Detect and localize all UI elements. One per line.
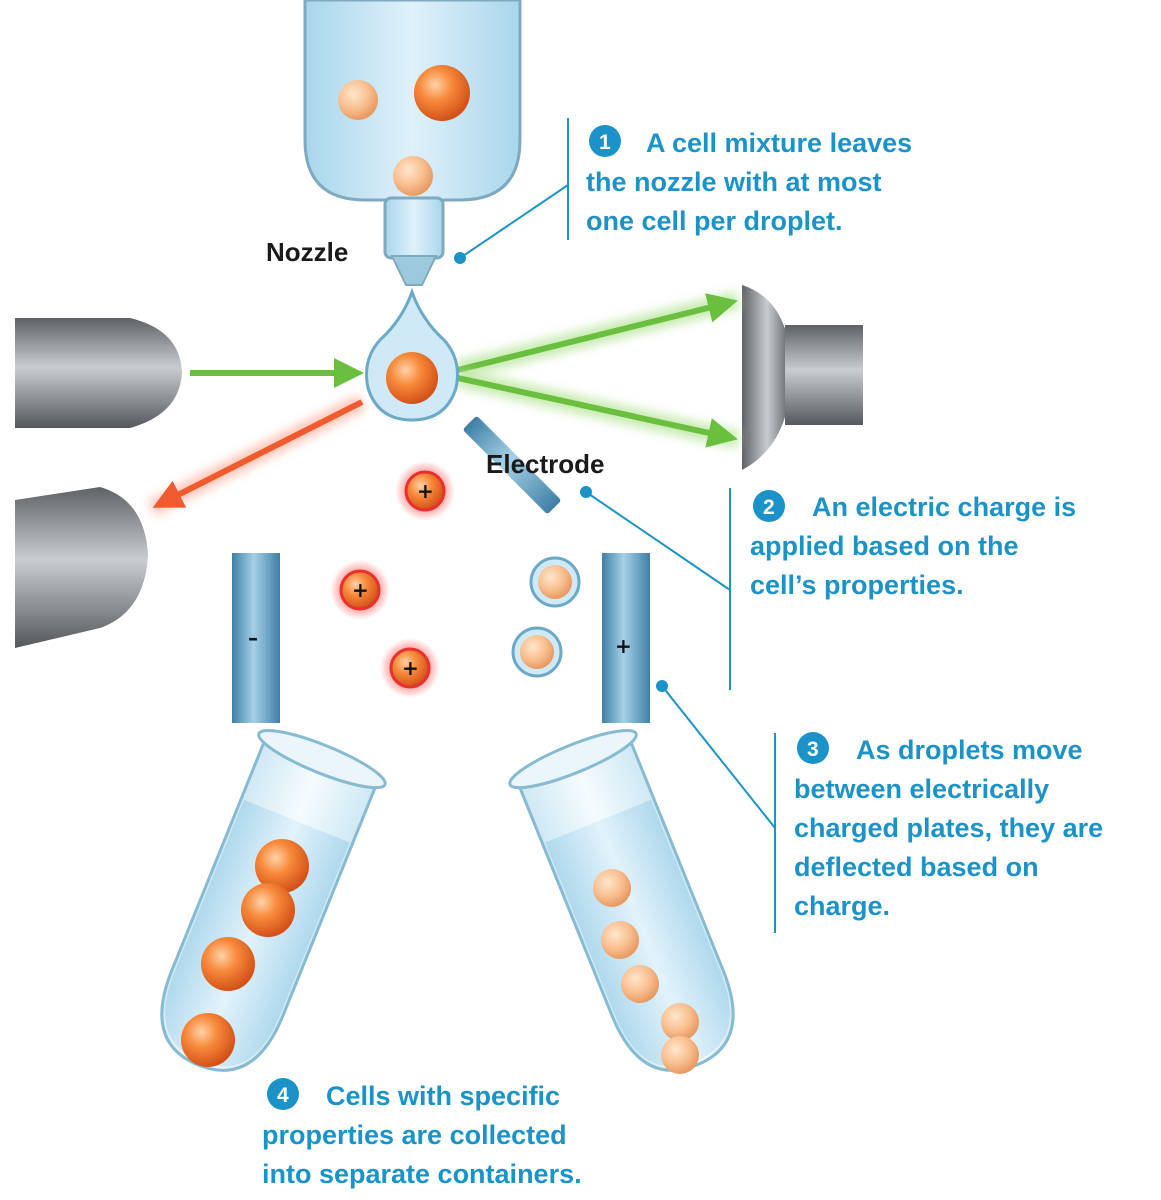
step-3-line-1: As droplets move [856,735,1083,765]
electrode [463,416,561,514]
electrode-label: Electrode [486,449,605,479]
svg-text:3: 3 [807,738,819,761]
step-1-line-2: the nozzle with at most [586,167,882,197]
step-1-badge [589,125,621,157]
svg-text:1: 1 [599,131,611,154]
step-2-line-3: cell’s properties. [750,570,964,600]
cell [338,80,378,120]
step-2-annotation: 2 An electric charge is applied based on… [750,490,1076,600]
cell [181,1013,235,1067]
step-1-annotation: 1 A cell mixture leaves the nozzle with … [586,125,912,236]
scattered-beam-upper [457,293,738,373]
fluorescence-beam [152,399,364,508]
negative-sign: – [248,626,258,650]
svg-text:+: + [352,578,369,602]
nozzle-tip [390,255,438,286]
step-3-line-5: charge. [794,891,890,921]
scattered-beam-lower [457,375,738,448]
callout-lines [454,118,776,933]
step-2-badge [753,490,785,522]
cell [661,1003,699,1041]
nozzle-neck [383,196,445,260]
step-2-line-2: applied based on the [750,531,1019,561]
svg-text:+: + [417,479,434,503]
step-1-line-3: one cell per droplet. [586,206,843,236]
side-detector [15,487,148,648]
cell [255,839,309,893]
step-3-annotation: 3 As droplets move between electrically … [794,732,1103,921]
laser-source [15,318,182,428]
cell [601,921,639,959]
charged-droplet: + [395,461,455,521]
step-3-line-4: deflected based on [794,852,1039,882]
nozzle-label: Nozzle [266,237,348,267]
nozzle-assembly [303,0,522,286]
step-4-badge [267,1078,299,1110]
cell [593,869,631,907]
cell [661,1036,699,1074]
detector [742,285,863,470]
cell [414,65,470,121]
svg-text:4: 4 [277,1084,289,1107]
step-4-line-2: properties are collected [262,1120,567,1150]
charged-droplet: + [330,560,390,620]
negative-plate: – [232,553,280,723]
positive-sign: + [615,634,632,658]
svg-text:2: 2 [763,496,775,519]
cell [621,965,659,1003]
positive-plate: + [602,553,650,723]
step-4-line-3: into separate containers. [262,1159,582,1189]
droplet-at-laser [365,287,459,422]
uncharged-droplet [511,626,563,678]
step-3-badge [797,732,829,764]
collection-tube-right [508,728,735,1072]
laser-beams [148,291,741,516]
step-3-line-2: between electrically [794,774,1049,804]
step-1-line-1: A cell mixture leaves [646,128,912,158]
reservoir [303,0,522,202]
step-4-line-1: Cells with specific [326,1081,560,1111]
cell [241,883,295,937]
step-2-line-1: An electric charge is [812,492,1076,522]
svg-text:+: + [402,656,419,680]
step-3-line-3: charged plates, they are [794,813,1103,843]
cell [201,937,255,991]
uncharged-droplet [529,556,581,608]
charged-droplet: + [380,638,440,698]
step-4-annotation: 4 Cells with specific properties are col… [262,1078,582,1189]
cell [393,156,433,196]
